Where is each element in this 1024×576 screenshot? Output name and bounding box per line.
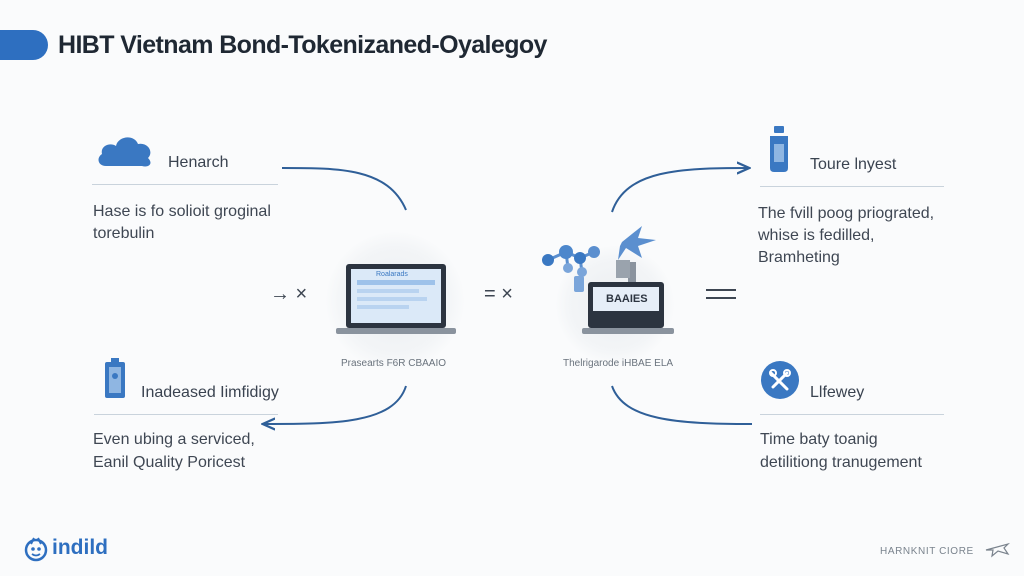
laptop-screen-text: Roalarads <box>376 271 408 278</box>
top-left-desc-line1: Hase is fo solioit groginal <box>93 203 271 220</box>
page-title: HIBT Vietnam Bond-Tokenizaned-Oyalegoy <box>58 31 547 59</box>
cloud-icon <box>98 137 151 167</box>
center-right-prefix: = × <box>484 283 513 305</box>
arrow-top-left <box>281 167 407 211</box>
bottom-right-desc-line1: Time baty toanig <box>760 431 878 448</box>
top-left-label: Henarch <box>168 154 229 171</box>
network-screen-text: BAAIES <box>606 293 648 305</box>
top-left-divider <box>92 184 278 185</box>
center-left-caption: Prasearts F6R CBAAIO <box>341 358 447 369</box>
laptop-icon <box>336 264 456 334</box>
arrow-bottom-left <box>264 385 407 424</box>
bottom-left-divider <box>94 414 278 415</box>
bottom-right-label: Llfewey <box>810 384 865 401</box>
arrow-top-right <box>611 168 748 213</box>
double-bar-right <box>706 289 736 299</box>
title-accent-bar <box>0 30 48 60</box>
footer-logo-text: indild <box>52 536 108 559</box>
tools-icon <box>761 361 799 399</box>
airplane-icon <box>985 542 1011 558</box>
bottom-right-divider <box>760 414 944 415</box>
top-left-desc-line2: torebulin <box>93 225 155 242</box>
battery-icon <box>105 358 125 398</box>
logo-mark-icon <box>24 537 48 562</box>
network-laptop-icon <box>542 226 674 334</box>
top-right-divider <box>760 186 944 187</box>
arrow-bottom-right <box>611 385 753 425</box>
bottom-right-desc-line2: detilitiong tranugement <box>760 454 922 471</box>
footer-right-text: HARNKNIT CIORE <box>880 546 974 557</box>
bottom-left-label: Inadeased Iimfidigy <box>141 384 279 401</box>
top-right-desc-line3: Bramheting <box>758 249 840 266</box>
top-right-desc-line1: The fvill poog priograted, <box>758 205 935 222</box>
center-left-prefix: → × <box>270 283 308 305</box>
bottle-icon <box>770 126 788 172</box>
top-right-desc-line2: whise is fedilled, <box>758 227 875 244</box>
center-right-caption: Thelrigarode iHBAE ELA <box>563 358 674 369</box>
top-right-label: Toure lnyest <box>810 156 897 173</box>
bottom-left-desc-line1: Even ubing a serviced, <box>93 431 255 448</box>
bottom-left-desc-line2: Eanil Quality Poricest <box>93 454 246 471</box>
